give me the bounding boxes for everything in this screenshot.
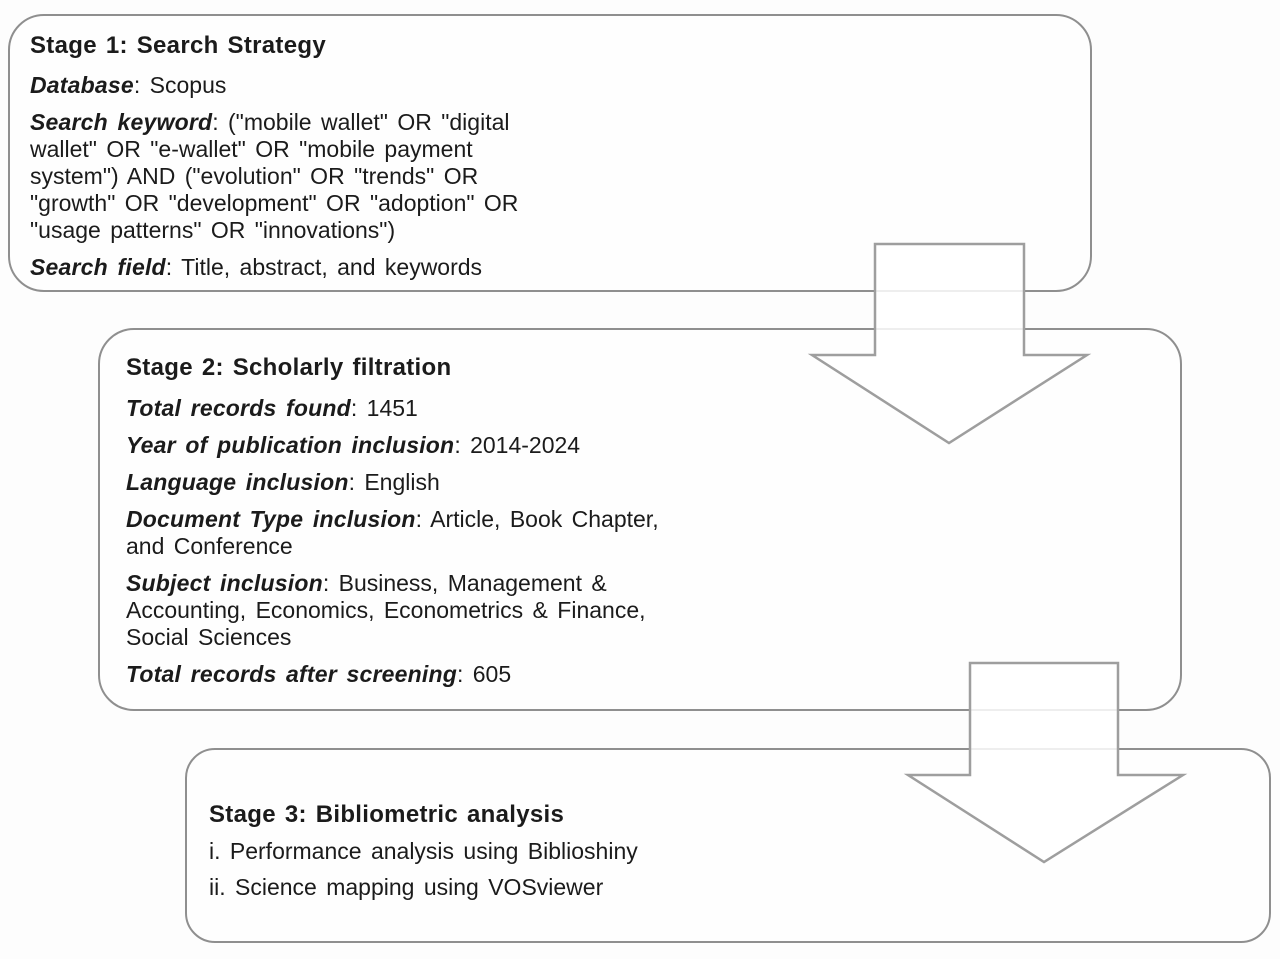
field-label: Total records found: [126, 395, 351, 421]
paragraph-line: Social Sciences: [126, 624, 292, 650]
stage1-database-row: Database: Scopus: [30, 72, 1068, 99]
field-value: : 1451: [350, 395, 418, 421]
paragraph-line: Search keyword: ("mobile wallet" OR "dig…: [30, 109, 1068, 136]
paragraph-line: "growth" OR "development" OR "adoption" …: [30, 190, 519, 216]
stage2-language-row: Language inclusion: English: [126, 469, 1158, 496]
paragraph-line: and Conference: [126, 533, 293, 559]
field-label: Language inclusion: [126, 469, 349, 495]
stage1-search-field-row: Search field: Title, abstract, and keywo…: [30, 254, 1068, 281]
stage2-total-records-row: Total records found: 1451: [126, 395, 1158, 422]
paragraph-line: "usage patterns" OR "innovations"): [30, 217, 396, 243]
stage3-item-science-mapping: ii. Science mapping using VOSviewer: [209, 874, 604, 900]
field-label: Database: [30, 72, 134, 98]
paragraph-line: Accounting, Economics, Econometrics & Fi…: [126, 597, 646, 623]
field-label: Year of publication inclusion: [126, 432, 455, 458]
field-value: : Article, Book Chapter,: [415, 506, 659, 532]
stage1-search-keyword-row: Search keyword: ("mobile wallet" OR "dig…: [30, 109, 1068, 244]
field-label: Document Type inclusion: [126, 506, 416, 532]
field-label: Total records after screening: [126, 661, 457, 687]
paragraph-line: wallet" OR "e-wallet" OR "mobile payment: [30, 136, 473, 162]
field-value: : Scopus: [133, 72, 227, 98]
stage3-title: Stage 3: Bibliometric analysis: [209, 801, 565, 828]
stage3-box: Stage 3: Bibliometric analysis i. Perfor…: [185, 748, 1271, 943]
field-label: Search field: [30, 254, 166, 280]
field-label: Search keyword: [30, 109, 213, 135]
stage1-box: Stage 1: Search Strategy Database: Scopu…: [8, 14, 1092, 292]
stage2-subject-row: Subject inclusion: Business, Management …: [126, 570, 1158, 651]
field-value: : Title, abstract, and keywords: [165, 254, 483, 280]
stage2-box: Stage 2: Scholarly filtration Total reco…: [98, 328, 1182, 711]
stage2-title: Stage 2: Scholarly filtration: [126, 354, 452, 381]
field-label: Subject inclusion: [126, 570, 323, 596]
field-value: : 605: [456, 661, 512, 687]
field-value: : ("mobile wallet" OR "digital: [212, 109, 510, 135]
paragraph-line: system") AND ("evolution" OR "trends" OR: [30, 163, 479, 189]
stage1-title: Stage 1: Search Strategy: [30, 32, 326, 59]
stage2-year-row: Year of publication inclusion: 2014-2024: [126, 432, 1158, 459]
stage3-item-performance: i. Performance analysis using Biblioshin…: [209, 838, 638, 864]
paragraph-line: Document Type inclusion: Article, Book C…: [126, 506, 1158, 533]
field-value: : 2014-2024: [454, 432, 581, 458]
stage2-after-screening-row: Total records after screening: 605: [126, 661, 1158, 688]
stage2-doctype-row: Document Type inclusion: Article, Book C…: [126, 506, 1158, 560]
paragraph-line: Subject inclusion: Business, Management …: [126, 570, 1158, 597]
field-value: : English: [348, 469, 440, 495]
field-value: : Business, Management &: [322, 570, 607, 596]
